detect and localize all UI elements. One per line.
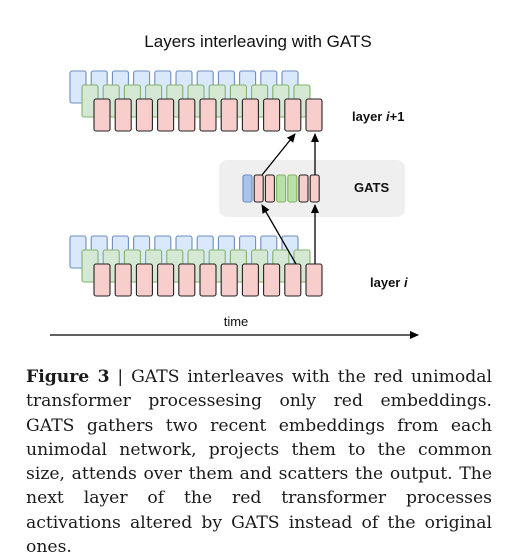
gats-diagram: Layers interleaving with GATS layer i+1 … <box>50 32 419 339</box>
red-embedding <box>135 263 153 297</box>
gats-arrows <box>261 133 319 265</box>
layer-i-stack <box>69 235 323 297</box>
gats-embedding <box>309 174 320 203</box>
red-embedding <box>93 263 111 297</box>
gats-embedding <box>287 174 298 203</box>
red-embedding <box>284 98 302 132</box>
red-embedding <box>114 263 132 297</box>
caption-separator: | <box>109 367 132 387</box>
red-embedding <box>199 263 217 297</box>
red-embedding <box>284 263 302 297</box>
red-embedding <box>220 98 238 132</box>
arrow-scatter-1 <box>261 133 296 176</box>
red-embedding <box>199 98 217 132</box>
red-embedding <box>157 263 175 297</box>
red-embedding <box>114 98 132 132</box>
caption-text: GATS interleaves with the red unimodal t… <box>26 367 492 558</box>
caption-label: Figure 3 <box>26 367 110 387</box>
red-embedding <box>93 98 111 132</box>
red-embedding <box>263 98 281 132</box>
red-embedding <box>263 263 281 297</box>
red-embedding <box>241 98 259 132</box>
time-label: time <box>224 314 249 329</box>
red-embedding <box>305 263 323 297</box>
label-layer-i: layer i <box>370 275 408 290</box>
gats-cells <box>242 174 320 203</box>
gats-embedding <box>276 174 287 203</box>
diagram-title: Layers interleaving with GATS <box>144 32 371 51</box>
red-embedding <box>241 263 259 297</box>
red-embedding <box>220 263 238 297</box>
gats-embedding <box>298 174 309 203</box>
red-embedding <box>135 98 153 132</box>
gats-embedding <box>242 174 253 203</box>
red-embedding <box>178 263 196 297</box>
gats-embedding <box>264 174 275 203</box>
gats-embedding <box>253 174 264 203</box>
arrow-gather-1 <box>261 204 297 265</box>
red-embedding <box>157 98 175 132</box>
red-embedding <box>178 98 196 132</box>
label-layer-i-plus-1: layer i+1 <box>352 109 404 124</box>
figure-caption: Figure 3 | GATS interleaves with the red… <box>26 365 492 559</box>
label-gats: GATS <box>354 180 389 195</box>
red-embedding <box>305 98 323 132</box>
layer-i-plus-1-stack <box>69 70 323 132</box>
